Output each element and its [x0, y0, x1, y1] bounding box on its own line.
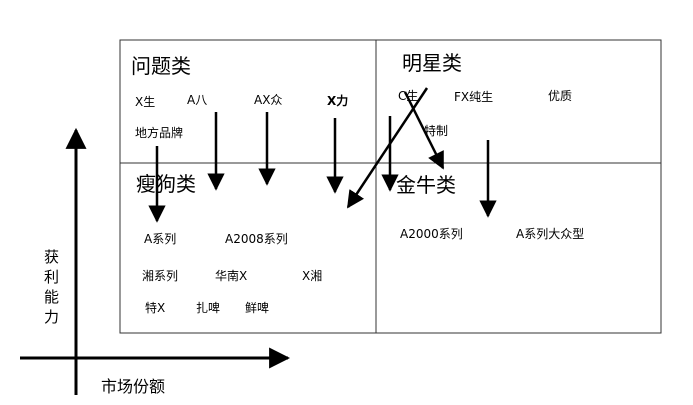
- item-xxiang: X湘: [302, 269, 323, 283]
- item-xsheng: X生: [135, 95, 156, 109]
- matrix-border: [119, 39, 662, 334]
- x-axis-label: 市场份额: [101, 377, 166, 396]
- item-youzhi: 优质: [548, 89, 573, 103]
- y-axis-label-char: 力: [44, 308, 60, 326]
- item-difang: 地方品牌: [135, 126, 184, 140]
- arrow-cross-diagonal: [403, 91, 445, 170]
- y-axis-label-char: 获: [44, 248, 60, 266]
- item-zhapi: 扎啤: [196, 301, 221, 315]
- y-axis-label-char: 利: [44, 268, 60, 286]
- item-axilie-dazhong: A系列大众型: [516, 227, 585, 241]
- item-xianpi: 鲜啤: [245, 301, 270, 315]
- cow-title: 金牛类: [396, 173, 456, 197]
- item-huananx: 华南X: [215, 269, 248, 283]
- item-aba: A八: [187, 93, 208, 107]
- item-a2000: A2000系列: [400, 227, 463, 241]
- question-title: 问题类: [131, 54, 191, 78]
- item-csheng: C生: [398, 89, 419, 103]
- dog-title: 瘦狗类: [136, 172, 196, 196]
- item-xiangxilie: 湘系列: [142, 269, 179, 283]
- item-tezhi: 特制: [424, 124, 449, 138]
- item-tex: 特X: [145, 301, 166, 315]
- y-axis-label-char: 能: [44, 288, 60, 306]
- item-xli: X力: [327, 94, 349, 108]
- item-fxchunsheng: FX纯生: [454, 90, 494, 104]
- item-axilie: A系列: [144, 232, 177, 246]
- item-a2008: A2008系列: [225, 232, 288, 246]
- star-title: 明星类: [402, 51, 462, 75]
- item-axzhong: AX众: [254, 93, 283, 107]
